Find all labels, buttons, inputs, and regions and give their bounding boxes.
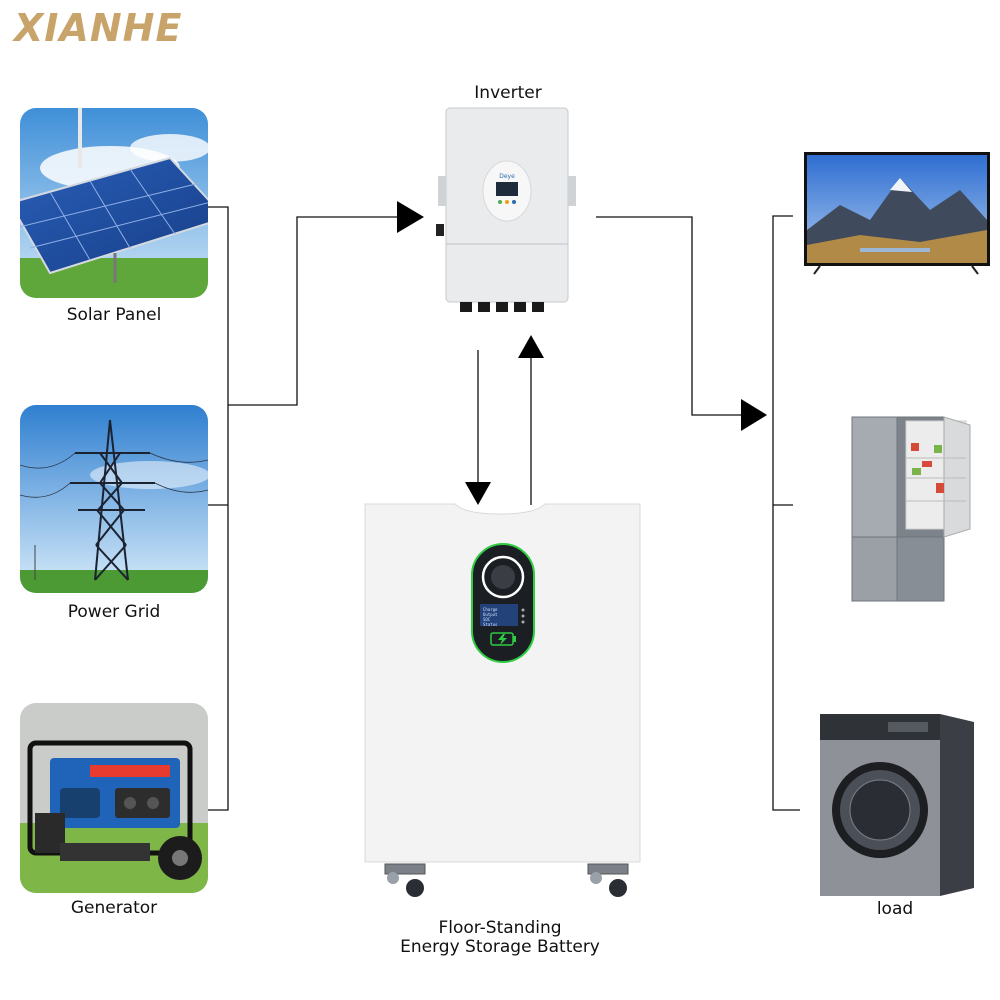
generator-tile (20, 703, 208, 893)
inverter-to-load-line (596, 216, 745, 416)
solar-panel-icon (20, 108, 208, 298)
inverter-icon: Deye (436, 107, 576, 312)
battery-label-line-2: Energy Storage Battery (400, 937, 600, 957)
tv-icon (804, 152, 990, 275)
battery-screen-line-3: SOC (483, 617, 491, 622)
power-grid-label: Power Grid (67, 602, 161, 622)
source-to-inverter-line (228, 216, 398, 406)
arrow-to-inverter-icon (397, 201, 424, 233)
washing-machine-icon (820, 714, 974, 896)
arrow-to-load-icon (741, 399, 767, 431)
load-label: load (876, 899, 914, 919)
load-bus-line (772, 215, 800, 811)
power-grid-tile (20, 405, 208, 593)
battery-screen-line-2: Output (483, 612, 498, 617)
refrigerator-icon (851, 416, 971, 602)
battery-label: Floor-Standing Energy Storage Battery (350, 919, 650, 957)
battery-screen-line-1: Charge (483, 607, 498, 612)
generator-label: Generator (70, 898, 158, 918)
arrow-to-inverter-up-icon (518, 335, 544, 358)
arrow-to-battery-icon (465, 482, 491, 505)
brand-logo: XIANHE (14, 6, 183, 50)
source-bus-line (208, 206, 229, 811)
solar-panel-label: Solar Panel (66, 305, 162, 325)
battery-icon: Charge Output SOC Status (364, 503, 641, 897)
battery-screen-line-4: Status (483, 622, 498, 627)
solar-panel-tile (20, 108, 208, 298)
inverter-brand-text: Deye (499, 173, 515, 180)
battery-label-line-1: Floor-Standing (438, 918, 562, 938)
inverter-label: Inverter (474, 83, 542, 103)
power-tower-icon (20, 405, 208, 593)
generator-icon (20, 703, 208, 893)
